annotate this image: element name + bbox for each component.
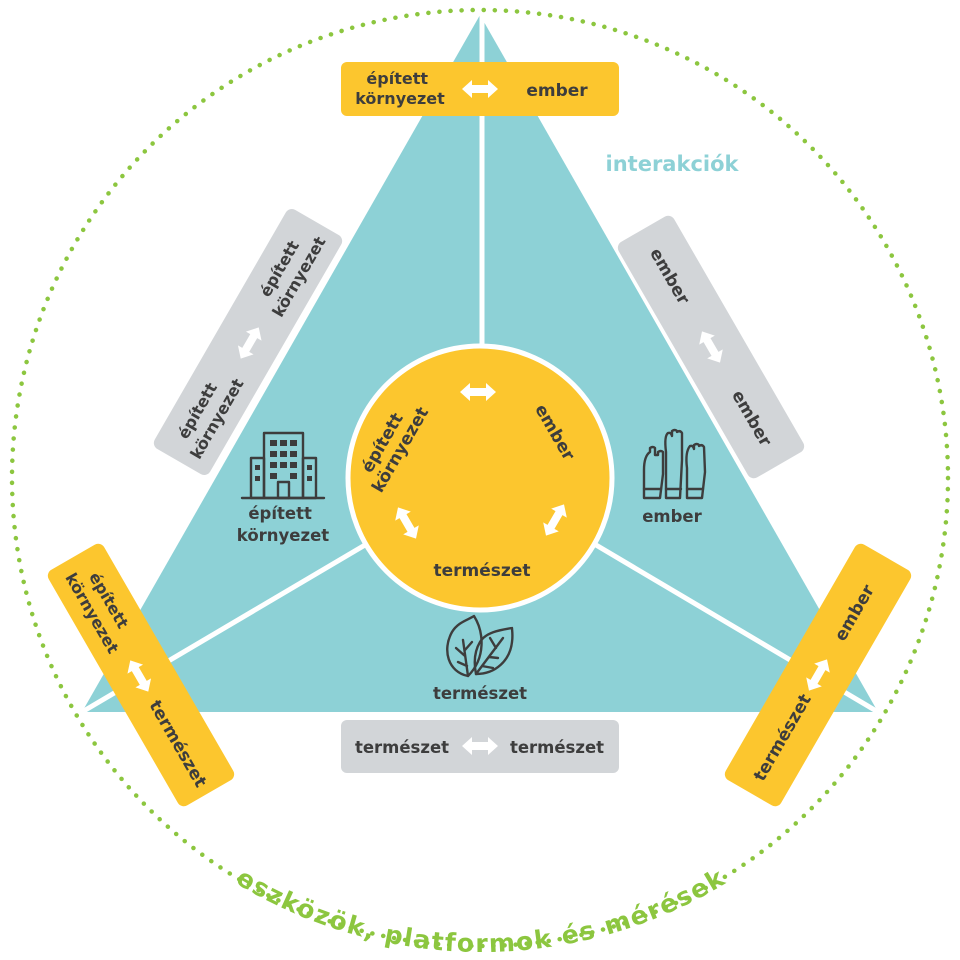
svg-text:természet: természet — [355, 738, 449, 757]
building-icon — [240, 431, 326, 500]
badge-bottom: természet természet — [341, 720, 619, 773]
svg-text:ember: ember — [526, 81, 588, 101]
sector-label-built: épített környezet — [237, 504, 329, 545]
leaves-icon — [446, 614, 514, 678]
center-label-nature: természet — [434, 561, 531, 581]
interactions-label: interakciók — [606, 152, 740, 176]
raised-hands-icon — [642, 428, 707, 500]
badge-bottom-right: természet ember — [724, 543, 912, 807]
badge-right-side: ember ember — [617, 215, 805, 479]
badge-top: épített környezet ember — [341, 62, 619, 116]
sector-label-nature: természet — [433, 684, 527, 703]
svg-text:épített környezet: épített környezet — [355, 69, 445, 108]
outer-dotted-ring — [9, 7, 951, 949]
sector-label-human: ember — [642, 507, 702, 526]
outer-ring-label: eszközök, platformok és mérések — [232, 863, 731, 959]
svg-text:természet: természet — [510, 738, 604, 757]
center-circle — [345, 343, 615, 613]
